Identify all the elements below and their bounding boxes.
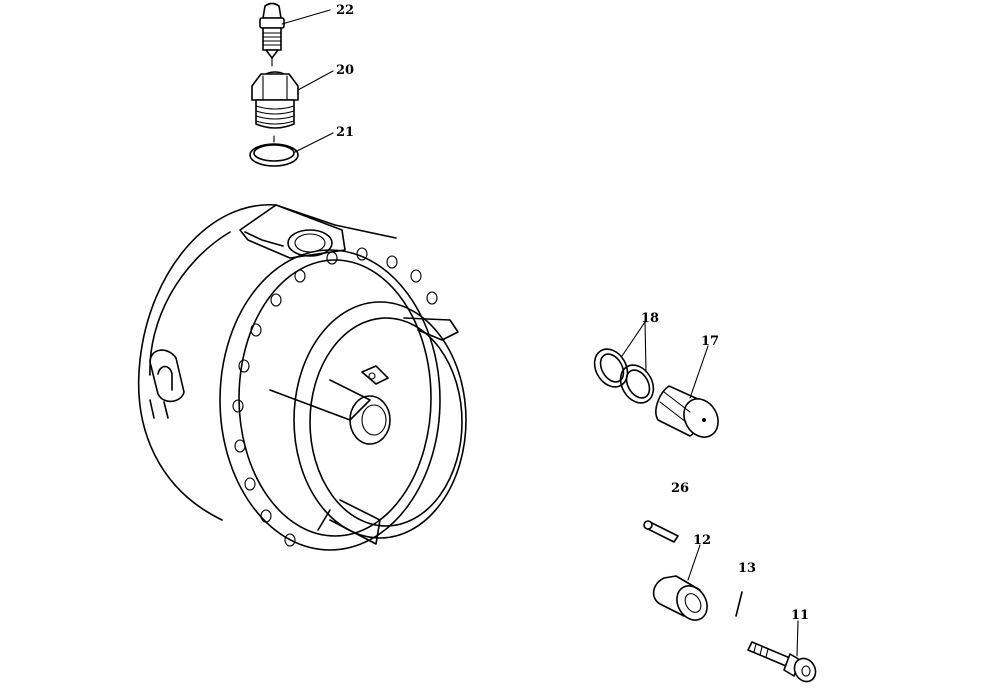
part-21-o-ring — [249, 135, 299, 167]
part-26-pin — [643, 520, 679, 543]
part-13-spring-pin — [735, 591, 743, 617]
label-12: 12 — [693, 533, 711, 548]
part-11-bolt — [747, 641, 817, 683]
label-13: 13 — [738, 561, 756, 576]
main-housing — [137, 204, 467, 551]
part-17-piston — [655, 385, 719, 438]
label-18: 18 — [641, 311, 659, 326]
part-12-bushing — [652, 575, 708, 621]
leader-lines — [281, 9, 799, 657]
flange-bolt-holes — [232, 247, 438, 547]
label-26: 26 — [671, 481, 689, 496]
part-20-fitting — [251, 71, 299, 129]
part-18-seal-rings — [593, 348, 655, 404]
label-17: 17 — [701, 334, 719, 349]
label-22: 22 — [336, 3, 354, 18]
label-11: 11 — [791, 608, 809, 623]
part-labels: 22 20 21 18 17 26 12 13 11 — [336, 3, 809, 623]
label-21: 21 — [336, 125, 354, 140]
part-22-grease-nipple — [259, 2, 285, 67]
label-20: 20 — [336, 63, 354, 78]
